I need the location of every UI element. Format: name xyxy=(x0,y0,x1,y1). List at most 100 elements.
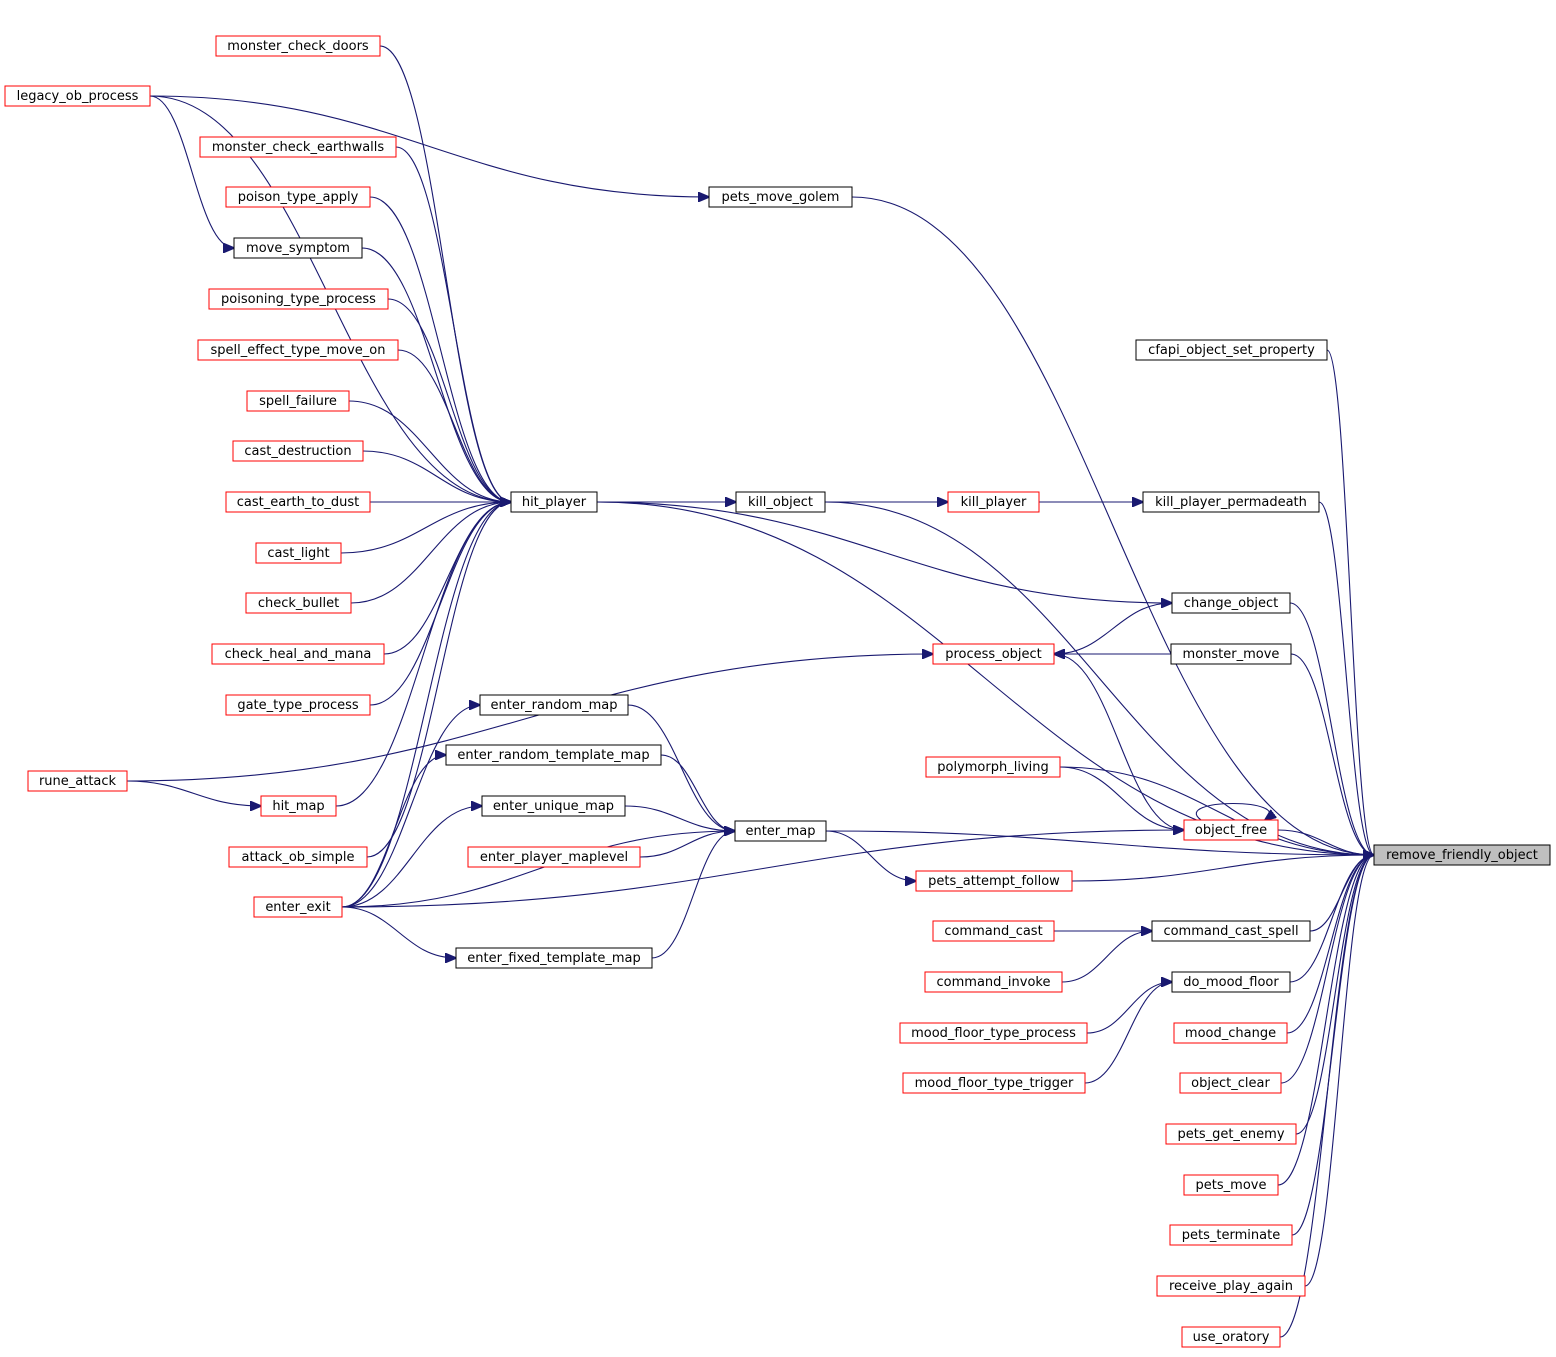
node-box[interactable] xyxy=(199,136,397,158)
node-box[interactable] xyxy=(215,35,381,57)
node-enter-unique-map[interactable]: enter_unique_map xyxy=(481,795,626,817)
node-box[interactable] xyxy=(1171,592,1291,614)
node-box[interactable] xyxy=(260,795,337,817)
node-box[interactable] xyxy=(467,846,641,868)
node-rune-attack[interactable]: rune_attack xyxy=(27,770,128,792)
node-command-invoke[interactable]: command_invoke xyxy=(924,971,1063,993)
node-poison-type-apply[interactable]: poison_type_apply xyxy=(225,186,371,208)
node-box[interactable] xyxy=(735,491,826,513)
node-move-symptom[interactable]: move_symptom xyxy=(233,237,363,259)
node-pets-move[interactable]: pets_move xyxy=(1183,1174,1279,1196)
node-box[interactable] xyxy=(1183,1174,1279,1196)
node-enter-player-maplevel[interactable]: enter_player_maplevel xyxy=(467,846,641,868)
node-cast-light[interactable]: cast_light xyxy=(255,542,342,564)
node-mood-change[interactable]: mood_change xyxy=(1173,1022,1288,1044)
node-gate-type-process[interactable]: gate_type_process xyxy=(225,694,371,716)
node-command-cast-spell[interactable]: command_cast_spell xyxy=(1151,920,1311,942)
node-change-object[interactable]: change_object xyxy=(1171,592,1291,614)
node-legacy-ob-process[interactable]: legacy_ob_process xyxy=(4,85,151,107)
node-box[interactable] xyxy=(208,288,389,310)
node-do-mood-floor[interactable]: do_mood_floor xyxy=(1171,971,1291,993)
node-box[interactable] xyxy=(1181,1326,1281,1348)
node-pets-get-enemy[interactable]: pets_get_enemy xyxy=(1165,1123,1297,1145)
node-monster-check-earthwalls[interactable]: monster_check_earthwalls xyxy=(199,136,397,158)
node-box[interactable] xyxy=(734,820,827,842)
node-box[interactable] xyxy=(255,542,342,564)
node-box[interactable] xyxy=(1165,1123,1297,1145)
node-box[interactable] xyxy=(932,920,1055,942)
node-box[interactable] xyxy=(245,592,352,614)
node-receive-play-again[interactable]: receive_play_again xyxy=(1156,1275,1306,1297)
node-check-heal-and-mana[interactable]: check_heal_and_mana xyxy=(211,643,385,665)
node-mood-floor-type-process[interactable]: mood_floor_type_process xyxy=(899,1022,1088,1044)
node-box[interactable] xyxy=(27,770,128,792)
node-box[interactable] xyxy=(445,744,662,766)
node-spell-effect-type-move-on[interactable]: spell_effect_type_move_on xyxy=(197,339,399,361)
node-hit-player[interactable]: hit_player xyxy=(510,491,598,513)
node-use-oratory[interactable]: use_oratory xyxy=(1181,1326,1281,1348)
node-spell-failure[interactable]: spell_failure xyxy=(246,390,350,412)
node-cfapi-object-set-property[interactable]: cfapi_object_set_property xyxy=(1135,339,1328,361)
node-process-object[interactable]: process_object xyxy=(932,643,1055,665)
node-box[interactable] xyxy=(510,491,598,513)
node-polymorph-living[interactable]: polymorph_living xyxy=(925,756,1061,778)
node-box[interactable] xyxy=(1156,1275,1306,1297)
node-kill-object[interactable]: kill_object xyxy=(735,491,826,513)
node-box[interactable] xyxy=(225,186,371,208)
node-box[interactable] xyxy=(1135,339,1328,361)
node-box[interactable] xyxy=(232,440,364,462)
node-box[interactable] xyxy=(233,237,363,259)
node-enter-random-template-map[interactable]: enter_random_template_map xyxy=(445,744,662,766)
node-mood-floor-type-trigger[interactable]: mood_floor_type_trigger xyxy=(902,1072,1086,1094)
node-check-bullet[interactable]: check_bullet xyxy=(245,592,352,614)
node-box[interactable] xyxy=(1173,1022,1288,1044)
node-box[interactable] xyxy=(1169,1224,1293,1246)
node-attack-ob-simple[interactable]: attack_ob_simple xyxy=(228,846,368,868)
node-box[interactable] xyxy=(932,643,1055,665)
node-enter-random-map[interactable]: enter_random_map xyxy=(479,694,629,716)
node-box[interactable] xyxy=(925,756,1061,778)
node-box[interactable] xyxy=(1142,491,1320,513)
node-box[interactable] xyxy=(924,971,1063,993)
node-box[interactable] xyxy=(1373,844,1551,866)
node-kill-player-permadeath[interactable]: kill_player_permadeath xyxy=(1142,491,1320,513)
node-object-free[interactable]: object_free xyxy=(1183,819,1279,841)
node-box[interactable] xyxy=(455,947,653,969)
node-box[interactable] xyxy=(246,390,350,412)
node-enter-fixed-template-map[interactable]: enter_fixed_template_map xyxy=(455,947,653,969)
node-box[interactable] xyxy=(899,1022,1088,1044)
node-box[interactable] xyxy=(197,339,399,361)
node-box[interactable] xyxy=(4,85,151,107)
node-box[interactable] xyxy=(253,896,343,918)
node-box[interactable] xyxy=(1151,920,1311,942)
node-monster-check-doors[interactable]: monster_check_doors xyxy=(215,35,381,57)
node-box[interactable] xyxy=(225,694,371,716)
node-box[interactable] xyxy=(228,846,368,868)
node-cast-destruction[interactable]: cast_destruction xyxy=(232,440,364,462)
node-box[interactable] xyxy=(225,491,371,513)
node-box[interactable] xyxy=(1183,819,1279,841)
node-enter-map[interactable]: enter_map xyxy=(734,820,827,842)
node-cast-earth-to-dust[interactable]: cast_earth_to_dust xyxy=(225,491,371,513)
node-pets-attempt-follow[interactable]: pets_attempt_follow xyxy=(915,870,1073,892)
node-hit-map[interactable]: hit_map xyxy=(260,795,337,817)
node-object-clear[interactable]: object_clear xyxy=(1179,1072,1282,1094)
node-box[interactable] xyxy=(211,643,385,665)
node-pets-move-golem[interactable]: pets_move_golem xyxy=(708,186,853,208)
node-enter-exit[interactable]: enter_exit xyxy=(253,896,343,918)
node-box[interactable] xyxy=(479,694,629,716)
node-kill-player[interactable]: kill_player xyxy=(947,491,1040,513)
node-command-cast[interactable]: command_cast xyxy=(932,920,1055,942)
node-pets-terminate[interactable]: pets_terminate xyxy=(1169,1224,1293,1246)
node-box[interactable] xyxy=(1171,971,1291,993)
node-box[interactable] xyxy=(915,870,1073,892)
node-box[interactable] xyxy=(902,1072,1086,1094)
node-box[interactable] xyxy=(1170,643,1292,665)
node-poisoning-type-process[interactable]: poisoning_type_process xyxy=(208,288,389,310)
node-box[interactable] xyxy=(947,491,1040,513)
node-monster-move[interactable]: monster_move xyxy=(1170,643,1292,665)
node-box[interactable] xyxy=(708,186,853,208)
node-box[interactable] xyxy=(1179,1072,1282,1094)
node-remove-friendly-object[interactable]: remove_friendly_object xyxy=(1373,844,1551,866)
node-box[interactable] xyxy=(481,795,626,817)
